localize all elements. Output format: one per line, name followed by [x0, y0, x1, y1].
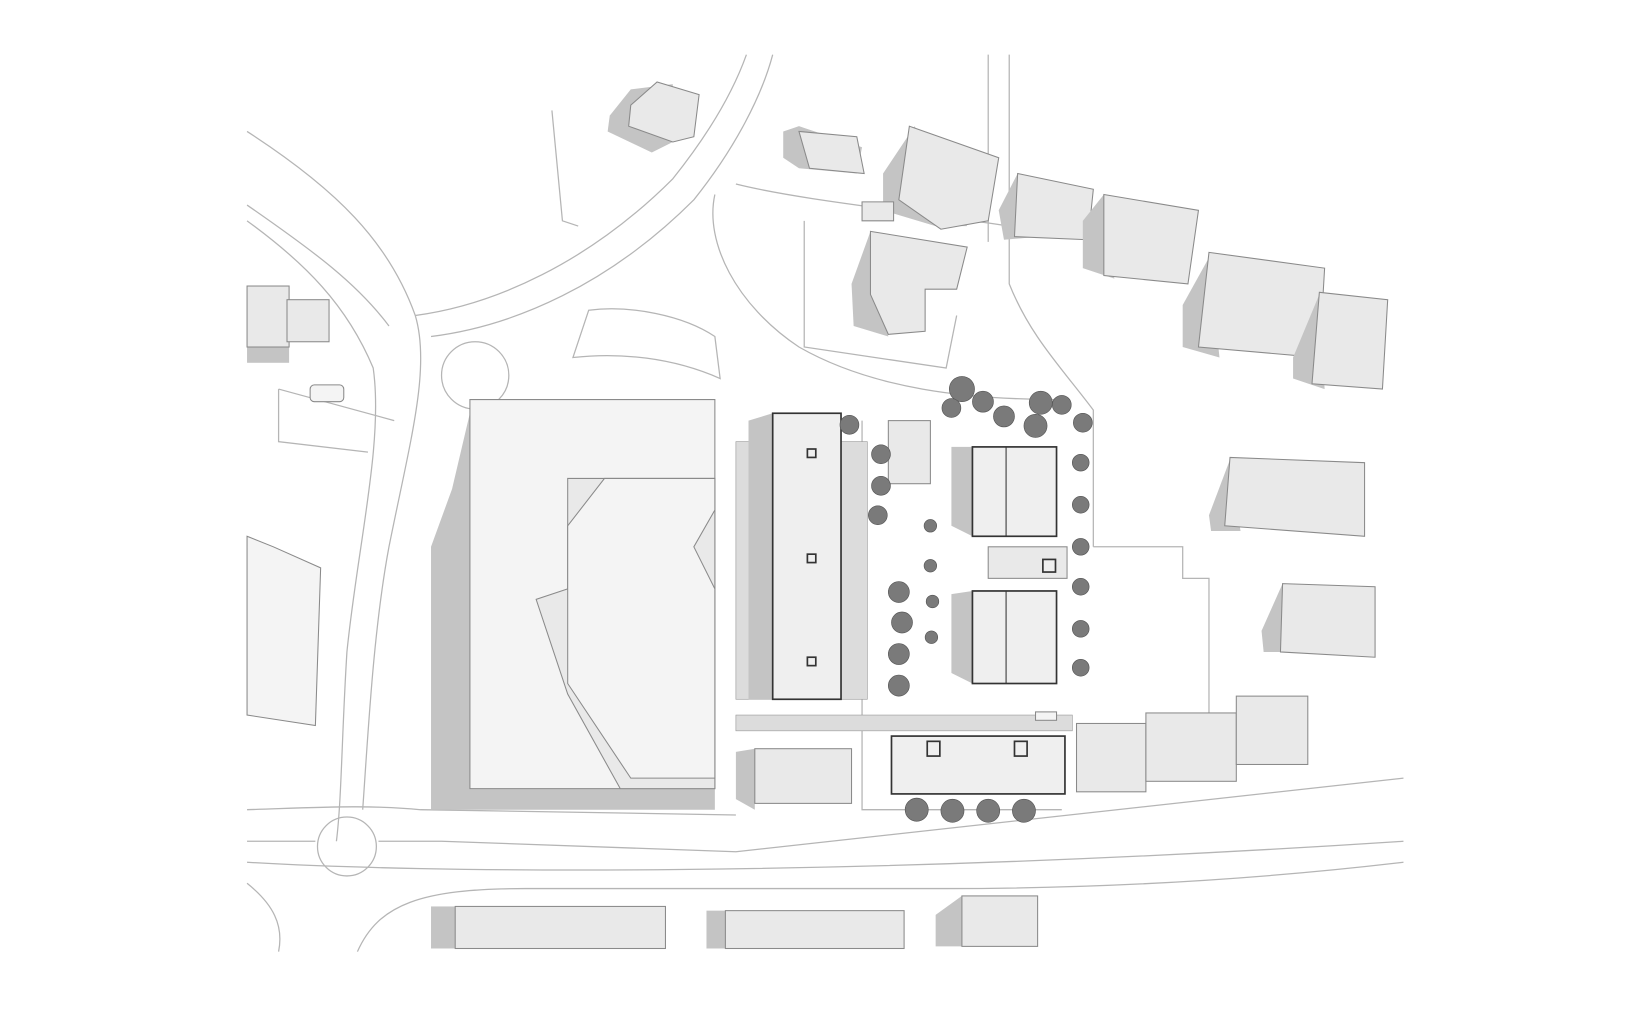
trees	[839, 376, 1093, 823]
existing-buildings	[246, 81, 1389, 950]
new-development	[735, 412, 1073, 795]
